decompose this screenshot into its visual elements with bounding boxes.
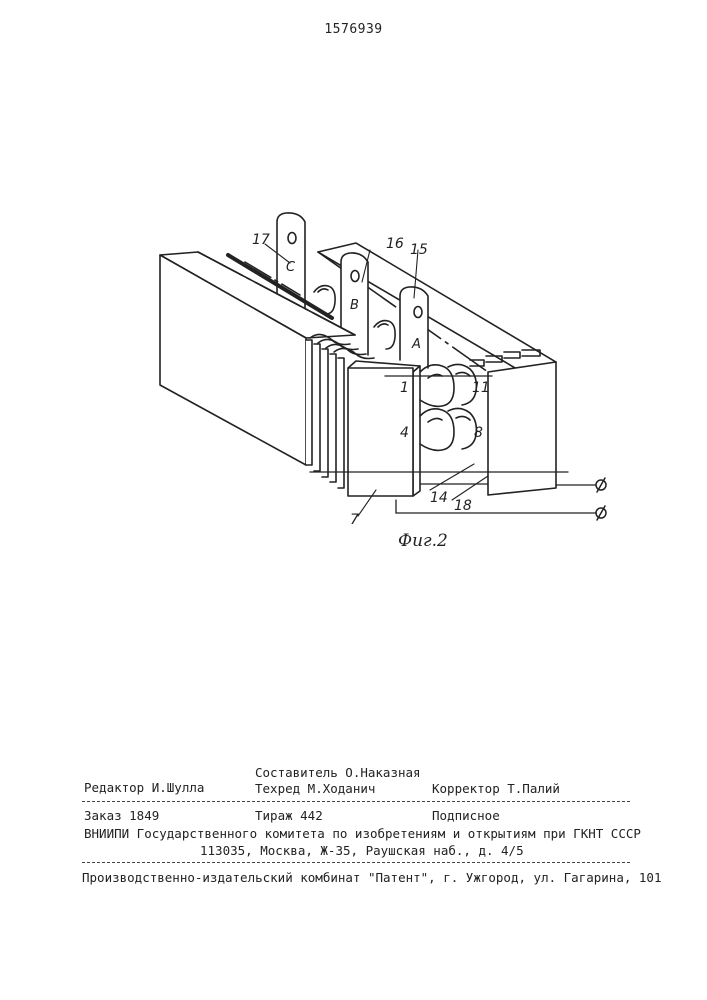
tab-b-label: B	[350, 298, 359, 313]
tab-a-label: A	[411, 337, 421, 352]
tab-a	[400, 287, 428, 368]
ref-7: 7	[350, 512, 359, 528]
techred: Техред М.Ходанич	[255, 781, 375, 796]
front-block	[348, 361, 420, 496]
editor: Редактор И.Шулла	[84, 780, 204, 795]
ref-18: 18	[454, 498, 472, 514]
ref-11: 11	[472, 380, 490, 396]
ref-1: 1	[400, 380, 409, 396]
ref-16: 16	[386, 236, 404, 252]
figure-caption: Фиг.2	[398, 531, 448, 551]
order: Заказ 1849	[84, 808, 159, 823]
subscription: Подписное	[432, 808, 500, 823]
ref-4: 4	[400, 425, 409, 441]
patent-drawing-fig2: C B A 17 16 15 1 11 4 8 14 18 7 Фиг.2	[0, 0, 707, 560]
tab-c-label: C	[286, 260, 296, 275]
ref-15: 15	[410, 242, 428, 258]
ref-14: 14	[430, 490, 448, 506]
rollers-front	[420, 364, 476, 450]
divider-2	[82, 862, 630, 863]
address-line: 113035, Москва, Ж-35, Раушская наб., д. …	[200, 843, 524, 858]
publisher-line: Производственно-издательский комбинат "П…	[82, 870, 661, 885]
ref-8: 8	[474, 425, 483, 441]
divider-1	[82, 801, 630, 802]
corrector: Корректор Т.Палий	[432, 781, 560, 796]
compiler: Составитель О.Наказная	[255, 765, 421, 780]
circulation: Тираж 442	[255, 808, 323, 823]
ref-17: 17	[252, 232, 270, 248]
vniipi-line: ВНИИПИ Государственного комитета по изоб…	[84, 826, 641, 841]
